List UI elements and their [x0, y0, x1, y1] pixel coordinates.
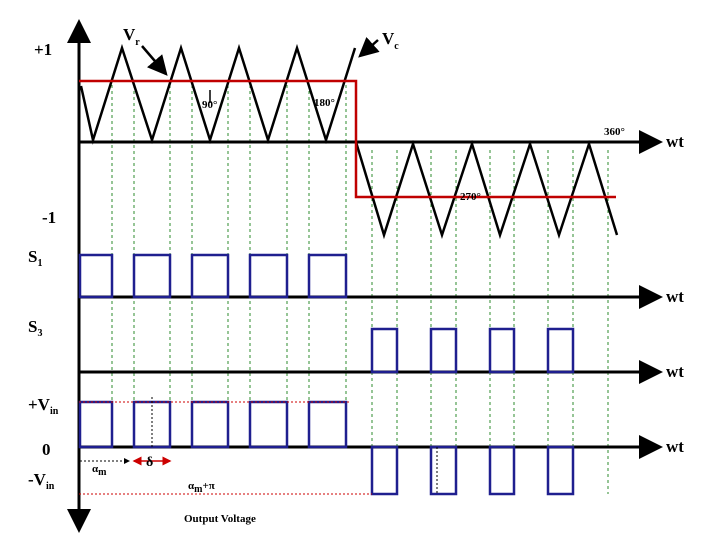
s1-pulse-train: [78, 253, 348, 299]
alpha-m-pi-label: αm+π: [188, 480, 215, 495]
output-voltage-caption: Output Voltage: [184, 513, 256, 525]
minus-vin-label: -Vin: [28, 470, 55, 492]
s1-pulse: [78, 253, 114, 299]
s1-pulse: [248, 253, 289, 299]
plus-one-label: +1: [34, 40, 52, 59]
output-positive-pulse: [190, 400, 230, 449]
wt-label-s1: wt: [666, 287, 684, 306]
output-positive-pulse: [248, 400, 289, 449]
zero-label: 0: [42, 440, 51, 459]
deg-180-label: 180°: [314, 97, 335, 109]
s3-pulse: [488, 327, 516, 374]
output-positive-pulse: [78, 400, 114, 449]
vc-label: Vc: [382, 29, 399, 52]
output-pulse-train: [78, 400, 575, 496]
s3-pulse: [429, 327, 458, 374]
s3-pulse: [370, 327, 399, 374]
carrier-negative-half: [354, 139, 619, 240]
s1-pulse: [307, 253, 348, 299]
output-negative-pulse: [370, 445, 399, 496]
carrier-wave: [79, 43, 619, 240]
s1-pulse: [190, 253, 230, 299]
wt-label-top: wt: [666, 132, 684, 151]
s3-label: S3: [28, 317, 42, 339]
vc-pointer-arrow: [358, 36, 380, 58]
s3-pulse-train: [370, 327, 575, 374]
s3-pulse: [546, 327, 575, 374]
alpha-m-label: αm: [92, 463, 107, 478]
reference-wave: [79, 79, 616, 199]
output-positive-pulse: [132, 400, 172, 449]
deg-360-label: 360°: [604, 126, 625, 138]
vr-pointer-arrow: [141, 45, 168, 76]
plus-vin-label: +Vin: [28, 395, 59, 417]
deg-270-label: 270°: [460, 191, 481, 203]
wt-label-s3: wt: [666, 362, 684, 381]
output-negative-pulse: [546, 445, 575, 496]
wt-label-output: wt: [666, 437, 684, 456]
s1-pulse: [132, 253, 172, 299]
output-positive-pulse: [307, 400, 348, 449]
delta-label: δ: [146, 455, 153, 470]
output-negative-pulse: [429, 445, 458, 496]
carrier-positive-half: [79, 43, 357, 145]
guide-lines: [111, 85, 609, 494]
vr-label: Vr: [123, 25, 140, 48]
minus-one-label: -1: [42, 208, 56, 227]
s1-label: S1: [28, 247, 42, 269]
output-negative-pulse: [488, 445, 516, 496]
deg-90-label: 90°: [202, 99, 217, 111]
